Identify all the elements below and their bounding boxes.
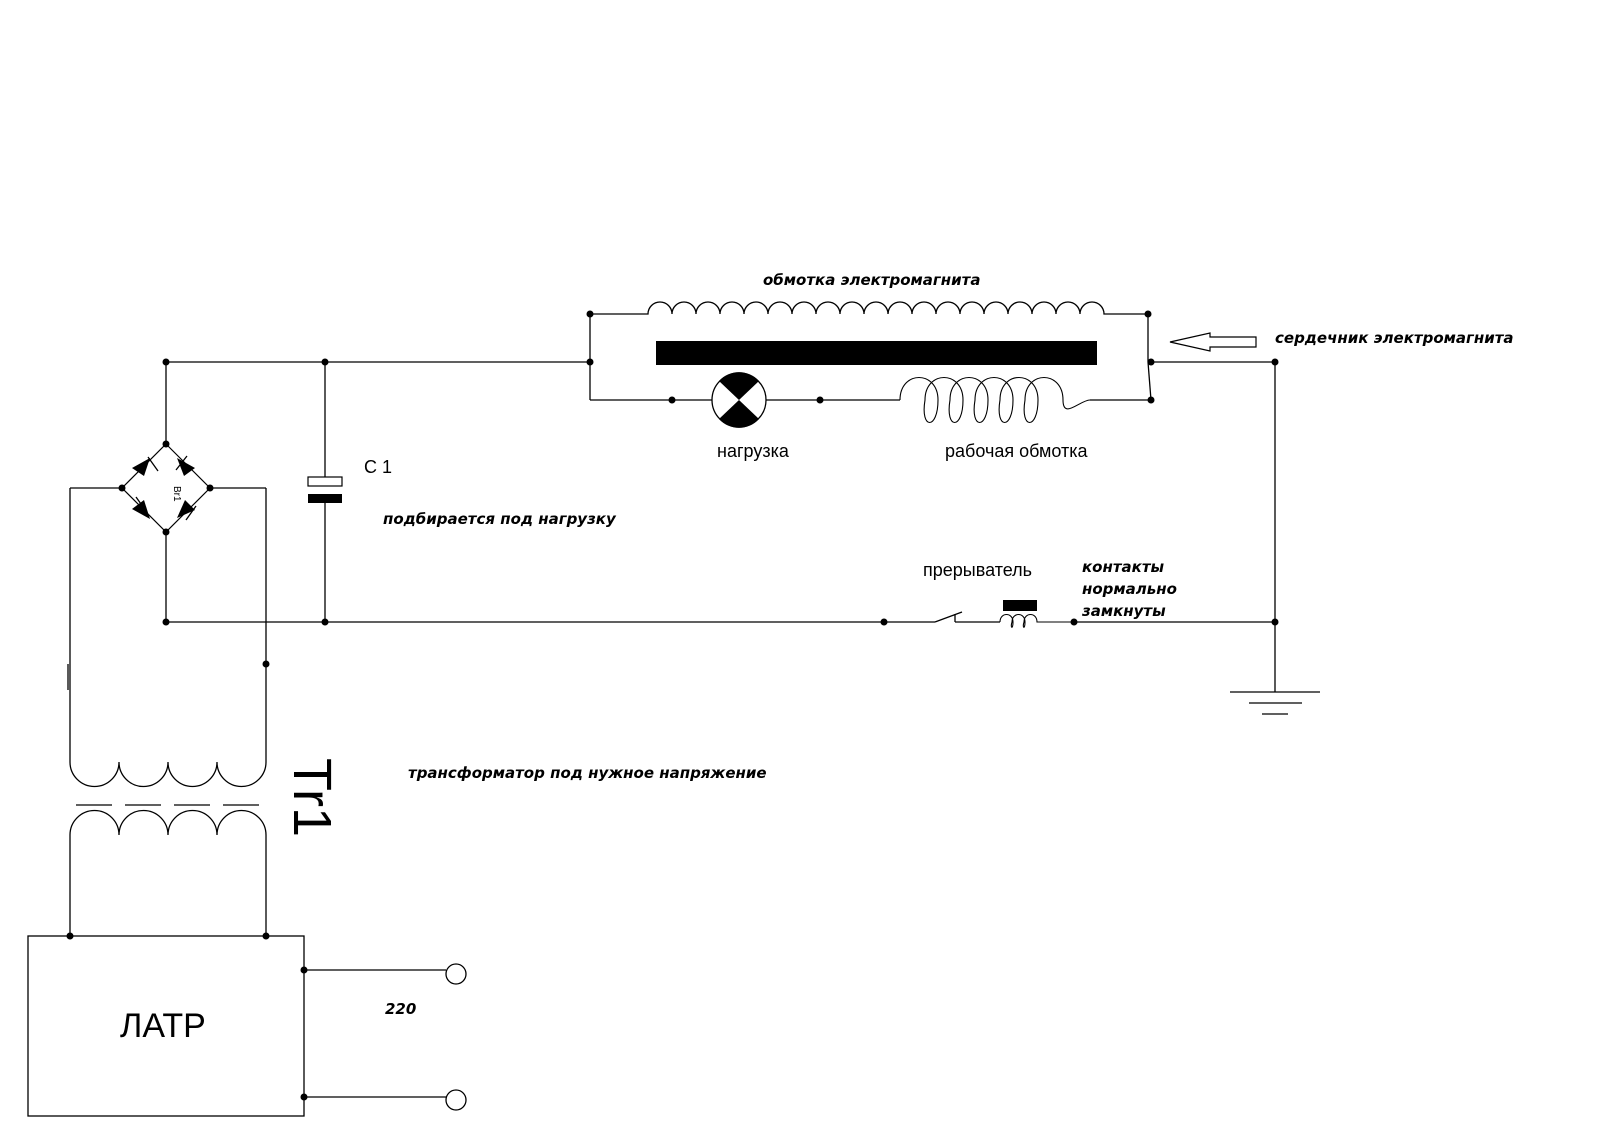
core-arrow-icon bbox=[1169, 332, 1257, 352]
working-winding-coil bbox=[899, 376, 1091, 423]
transformer-tr1: Tr1 bbox=[69, 758, 342, 837]
magnet-winding-coil bbox=[590, 301, 1148, 315]
diode-icon bbox=[132, 496, 150, 519]
diode-bridge: Br1 bbox=[121, 443, 211, 533]
terminal-1 bbox=[445, 963, 467, 985]
magnet-winding-label: обмотка электромагнита bbox=[763, 271, 980, 289]
magnet-core-label: сердечник электромагнита bbox=[1275, 329, 1514, 347]
capacitor-note: подбирается под нагрузку bbox=[383, 510, 617, 528]
junction-dots bbox=[66, 310, 1279, 1101]
diode-icon bbox=[177, 500, 197, 521]
transformer-note: трансформатор под нужное напряжение bbox=[408, 764, 767, 782]
interrupter-coil bbox=[999, 613, 1073, 628]
ground-icon bbox=[1230, 691, 1320, 715]
contacts-label-line2: нормально bbox=[1082, 580, 1177, 598]
electromagnet bbox=[589, 301, 1257, 428]
working-winding-label: рабочая обмотка bbox=[945, 441, 1089, 461]
terminal-2 bbox=[445, 1089, 467, 1111]
magnet-core-bar bbox=[656, 341, 1097, 365]
interrupter-label: прерыватель bbox=[923, 560, 1032, 580]
transformer-label: Tr1 bbox=[282, 758, 342, 837]
diode-icon bbox=[175, 455, 195, 476]
load-label: нагрузка bbox=[717, 441, 790, 461]
bridge-label: Br1 bbox=[171, 486, 182, 502]
transformer-secondary-winding bbox=[69, 761, 267, 788]
diode-icon bbox=[132, 456, 159, 476]
latr-label: ЛАТР bbox=[120, 1007, 206, 1045]
contacts-label-line3: замкнуты bbox=[1081, 602, 1166, 620]
contacts-label-line1: контакты bbox=[1082, 558, 1165, 576]
interrupter bbox=[880, 600, 1073, 628]
capacitor-c1 bbox=[307, 476, 343, 503]
latr-block: ЛАТР bbox=[27, 935, 305, 1117]
capacitor-label: С 1 bbox=[364, 457, 392, 477]
transformer-primary-winding bbox=[69, 809, 267, 836]
lamp-load-icon bbox=[711, 372, 767, 428]
mains-voltage-label: 220 bbox=[385, 1000, 416, 1018]
interrupter-armature bbox=[1003, 600, 1037, 611]
wires bbox=[69, 361, 1276, 1098]
